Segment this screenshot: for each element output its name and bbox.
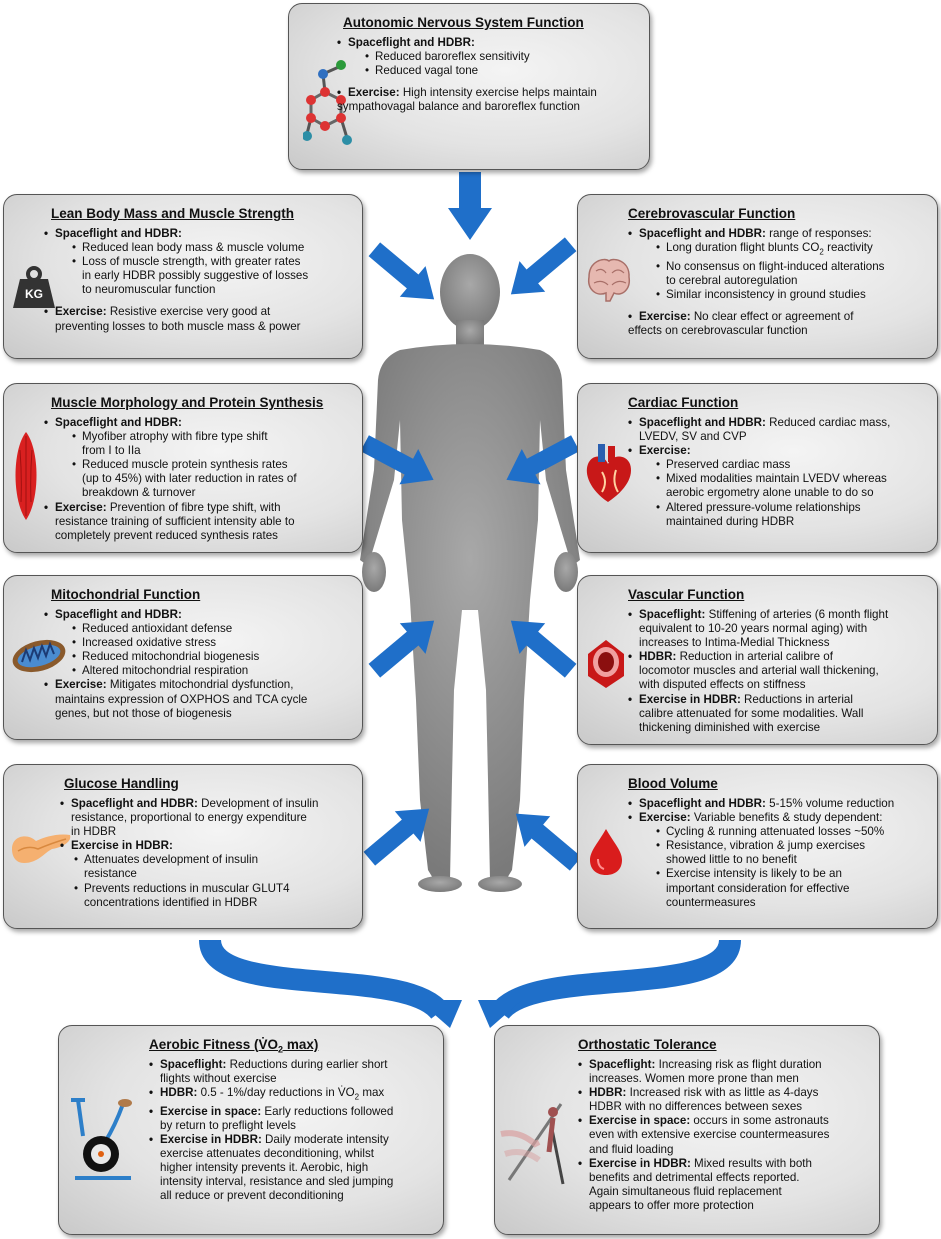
- arrow-glucose: [363, 808, 430, 866]
- box-lean-mass: Lean Body Mass and Muscle Strength KG Sp…: [3, 194, 363, 359]
- box-content: Spaceflight and HDBR: Development of ins…: [60, 797, 362, 910]
- blood-drop-icon: [590, 829, 622, 875]
- box-orthostatic: Orthostatic Tolerance Spaceflight: Incre…: [494, 1025, 880, 1235]
- list-item: Attenuates development of insulin resist…: [74, 853, 362, 881]
- list-item: Similar inconsistency in ground studies: [656, 288, 934, 302]
- box-content: Spaceflight and HDBR: 5-15% volume reduc…: [628, 797, 934, 910]
- muscle-icon: [15, 432, 37, 520]
- arrow-blood: [515, 813, 582, 871]
- box-title: Cerebrovascular Function: [628, 206, 796, 221]
- box-content: Spaceflight and HDBR: range of responses…: [628, 227, 934, 338]
- box-muscle-morphology: Muscle Morphology and Protein Synthesis …: [3, 383, 363, 553]
- list-item: Increased oxidative stress: [72, 636, 362, 650]
- box-mitochondrial: Mitochondrial Function Spaceflight and H…: [3, 575, 363, 740]
- box-title: Vascular Function: [628, 587, 745, 602]
- list-item: Long duration flight blunts CO2 reactivi…: [656, 241, 934, 259]
- exercise-bike-icon: [71, 1098, 132, 1180]
- list-item: Altered mitochondrial respiration: [72, 664, 362, 678]
- box-blood-volume: Blood Volume Spaceflight and HDBR: 5-15%…: [577, 764, 938, 929]
- arrow-top: [448, 172, 492, 240]
- arrow-lean: [368, 242, 435, 300]
- arrow-cerebro: [510, 237, 577, 295]
- box-glucose: Glucose Handling Spaceflight and HDBR: D…: [3, 764, 363, 929]
- list-item: Resistance, vibration & jump exercises s…: [656, 839, 934, 867]
- list-item: Cycling & running attenuated losses ~50%: [656, 825, 934, 839]
- list-item: Prevents reductions in muscular GLUT4 co…: [74, 882, 362, 910]
- box-title: Cardiac Function: [628, 395, 739, 410]
- list-item: No consensus on flight-induced alteratio…: [656, 260, 934, 288]
- box-title: Aerobic Fitness (V̇O2 max): [149, 1037, 319, 1055]
- mitochondrion-icon: [12, 639, 66, 673]
- list-item: Preserved cardiac mass: [656, 458, 934, 472]
- box-cerebrovascular: Cerebrovascular Function Spaceflight and…: [577, 194, 938, 359]
- human-silhouette: [360, 254, 580, 892]
- list-item: Loss of muscle strength, with greater ra…: [72, 255, 362, 297]
- list-item: Mixed modalities maintain LVEDV whereas …: [656, 472, 934, 500]
- bottom-split-arrow: [199, 938, 741, 1028]
- brain-icon: [587, 258, 631, 302]
- list-item: Reduced muscle protein synthesis rates (…: [72, 458, 362, 500]
- list-item: Altered pressure-volume relationships ma…: [656, 501, 934, 529]
- box-content: Spaceflight: Reductions during earlier s…: [149, 1058, 441, 1203]
- heart-icon: [586, 444, 632, 502]
- list-item: Reduced vagal tone: [365, 64, 642, 78]
- box-aerobic-fitness: Aerobic Fitness (V̇O2 max) Spaceflight: …: [58, 1025, 444, 1235]
- list-item: Myofiber atrophy with fibre type shift f…: [72, 430, 362, 458]
- box-content: Spaceflight and HDBR: Reduced cardiac ma…: [628, 416, 934, 529]
- arrow-mito: [368, 620, 435, 678]
- weight-label: KG: [25, 287, 43, 301]
- box-content: Spaceflight: Increasing risk as flight d…: [578, 1058, 876, 1213]
- arrow-vascular: [510, 620, 577, 678]
- box-title: Muscle Morphology and Protein Synthesis: [51, 395, 324, 410]
- box-title: Orthostatic Tolerance: [578, 1037, 717, 1052]
- box-title: Lean Body Mass and Muscle Strength: [51, 206, 295, 221]
- box-content: Spaceflight and HDBR: Reduced baroreflex…: [337, 36, 642, 114]
- box-content: Spaceflight and HDBR: Reduced lean body …: [44, 227, 362, 334]
- box-title: Mitochondrial Function: [51, 587, 201, 602]
- weight-icon: KG: [12, 265, 56, 309]
- box-title: Autonomic Nervous System Function: [343, 15, 584, 30]
- list-item: Reduced mitochondrial biogenesis: [72, 650, 362, 664]
- tilt-table-icon: [500, 1103, 565, 1185]
- box-vascular: Vascular Function Spaceflight: Stiffenin…: [577, 575, 938, 745]
- pancreas-icon: [12, 834, 71, 863]
- list-item: Reduced lean body mass & muscle volume: [72, 241, 362, 255]
- list-item: Exercise intensity is likely to be an im…: [656, 867, 934, 909]
- box-content: Spaceflight and HDBR: Myofiber atrophy w…: [44, 416, 362, 543]
- box-autonomic: Autonomic Nervous System Function Spacef…: [288, 3, 650, 170]
- box-title: Glucose Handling: [64, 776, 179, 791]
- artery-icon: [588, 640, 624, 688]
- box-cardiac: Cardiac Function Spaceflight and HDBR: R…: [577, 383, 938, 553]
- list-item: Reduced antioxidant defense: [72, 622, 362, 636]
- arrow-cardiac: [506, 435, 580, 485]
- box-content: Spaceflight: Stiffening of arteries (6 m…: [628, 608, 934, 735]
- list-item: Reduced baroreflex sensitivity: [365, 50, 642, 64]
- box-content: Spaceflight and HDBR: Reduced antioxidan…: [44, 608, 362, 721]
- arrows: [360, 172, 582, 871]
- box-title: Blood Volume: [628, 776, 718, 791]
- arrow-morph: [360, 435, 434, 485]
